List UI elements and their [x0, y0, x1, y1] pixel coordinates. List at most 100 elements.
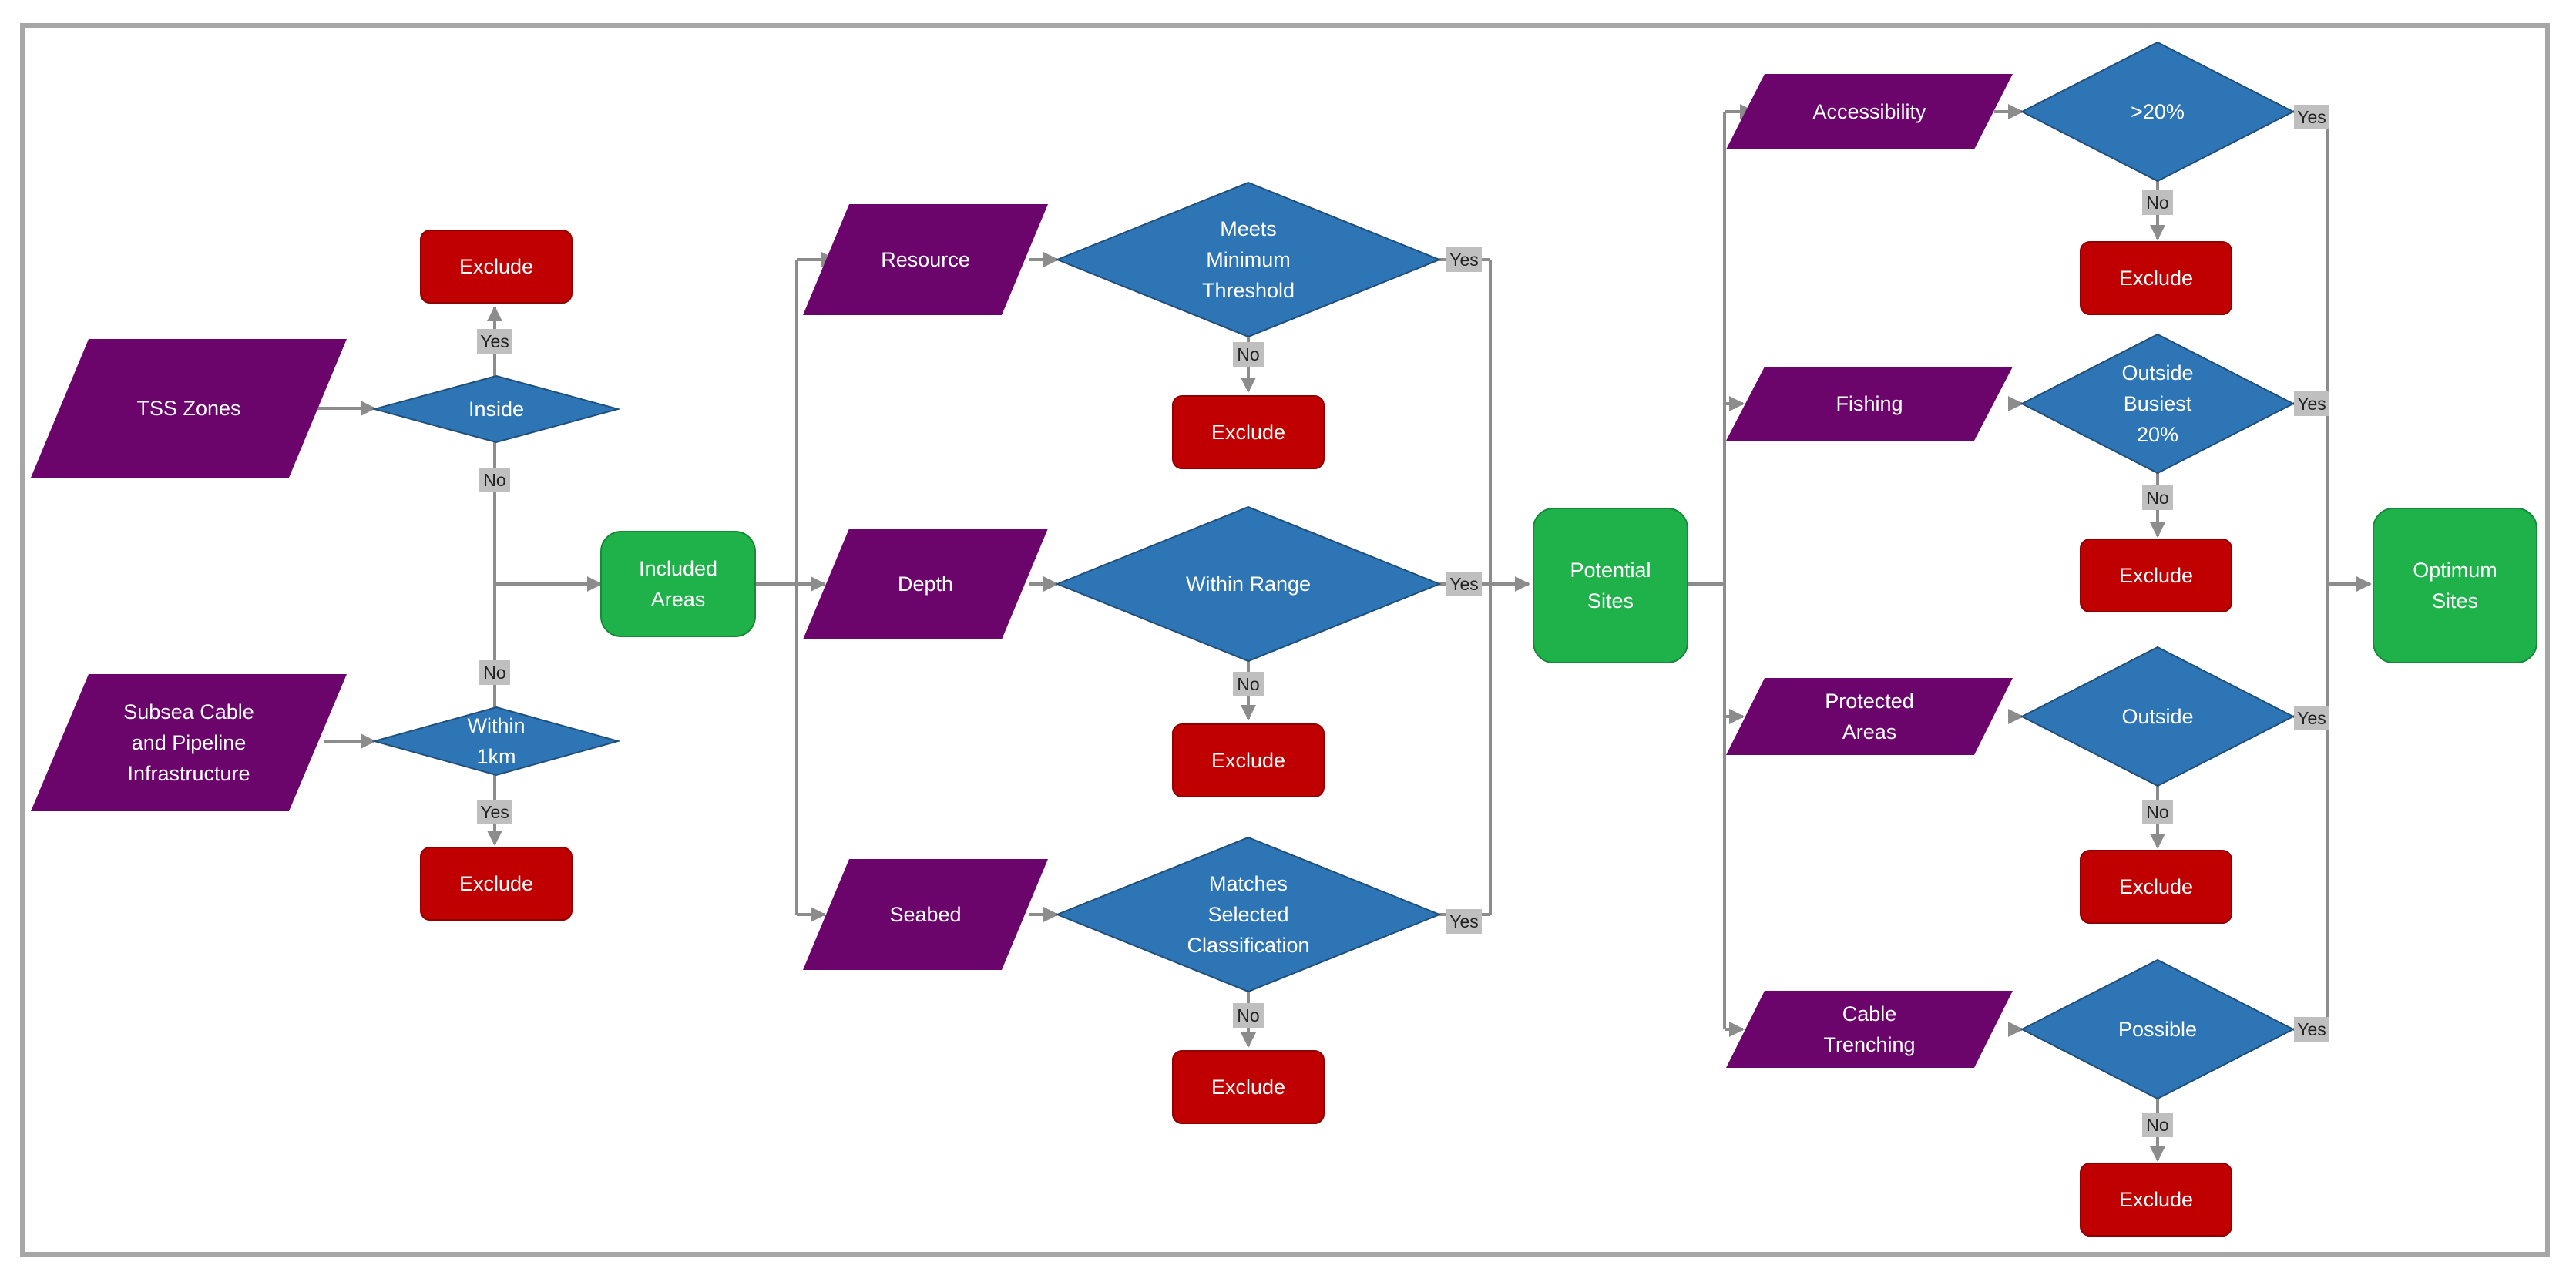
branch-tag-label: No	[483, 470, 505, 490]
exclude-box	[2080, 1163, 2232, 1237]
exclude-box	[420, 847, 573, 921]
node-label-line: >20%	[2131, 100, 2185, 123]
node-exclude-top: Exclude	[420, 230, 573, 304]
branch-tag-label: Yes	[480, 802, 509, 822]
branch-tag-label: No	[483, 663, 505, 683]
node-exclude-trenching: Exclude	[2080, 1163, 2232, 1237]
node-label-line: Exclude	[1211, 421, 1285, 444]
node-label-line: Exclude	[1211, 749, 1285, 772]
data-parallelogram	[803, 859, 1048, 970]
branch-tag-inside-no: No	[479, 468, 510, 492]
node-label-line: Seabed	[889, 903, 961, 926]
node-label-line: Classification	[1187, 934, 1309, 957]
branch-tag-label: No	[1237, 674, 1259, 694]
branch-tag-classification-no: No	[1233, 1003, 1264, 1028]
branch-tags: YesNoNoYesYesNoYesNoYesNoYesNoYesNoYesNo…	[477, 105, 2329, 1137]
branch-tag-classification-yes: Yes	[1446, 909, 1482, 934]
node-tss: TSS Zones	[31, 339, 347, 478]
branch-tag-possible-yes: Yes	[2294, 1017, 2329, 1042]
node-outside: Outside	[2020, 646, 2296, 787]
branch-tag-label: Yes	[2297, 1019, 2326, 1039]
branch-tag-threshold-no: No	[1233, 342, 1264, 367]
node-exclude-resource: Exclude	[1172, 395, 1325, 469]
node-exclude-depth: Exclude	[1172, 723, 1325, 797]
data-parallelogram	[1726, 991, 2013, 1068]
node-label-line: Minimum	[1206, 248, 1291, 271]
branch-tag-background	[2294, 105, 2329, 129]
exclude-box	[420, 230, 573, 304]
branch-tag-label: Yes	[1449, 250, 1479, 270]
node-label-line: Outside	[2121, 705, 2193, 728]
branch-tag-possible-no: No	[2142, 1113, 2173, 1137]
node-label-line: Exclude	[2119, 875, 2193, 898]
node-label-line: Areas	[1842, 720, 1897, 743]
node-label-line: 20%	[2137, 423, 2178, 446]
branch-tag-label: Yes	[1449, 911, 1479, 931]
decision-diamond	[1055, 836, 1442, 993]
node-label-line: Resource	[881, 248, 970, 271]
node-label-line: Optimum	[2413, 559, 2497, 582]
branch-tag-inside-yes: Yes	[477, 329, 512, 354]
node-label-line: Exclude	[459, 872, 533, 895]
node-exclude-bottom: Exclude	[420, 847, 573, 921]
data-parallelogram	[1726, 367, 2013, 441]
branch-tag-label: No	[2146, 193, 2168, 213]
exclude-box	[2080, 539, 2232, 612]
branch-tag-within1km-no: No	[479, 660, 510, 685]
decision-diamond	[2020, 958, 2296, 1100]
data-parallelogram	[803, 529, 1048, 639]
branch-tag-background	[1233, 342, 1264, 367]
exclude-box	[1172, 1050, 1325, 1124]
branch-tag-label: No	[1237, 344, 1259, 364]
node-fishing: Fishing	[1726, 367, 2013, 441]
node-label-line: 1km	[476, 745, 516, 768]
branch-tag-background	[479, 468, 510, 492]
branch-tag-outside-no: No	[2142, 800, 2173, 824]
result-box	[2373, 508, 2537, 663]
decision-diamond	[2020, 333, 2296, 475]
branch-tag-background	[2142, 1113, 2173, 1137]
node-label-line: Cable	[1842, 1002, 1897, 1025]
branch-tag-background	[2294, 1017, 2329, 1042]
branch-tag-label: Yes	[2297, 394, 2326, 414]
branch-tag-gt20-yes: Yes	[2294, 105, 2329, 129]
node-seabed: Seabed	[803, 859, 1048, 970]
decision-diamond	[1055, 181, 1442, 338]
node-label-line: Selected	[1207, 903, 1288, 926]
branch-tag-background	[2142, 485, 2173, 510]
exclude-box	[1172, 723, 1325, 797]
node-label-line: Accessibility	[1812, 100, 1926, 123]
data-parallelogram	[31, 339, 347, 478]
branch-tag-range-no: No	[1233, 672, 1264, 696]
branch-tag-background	[1446, 909, 1482, 934]
data-parallelogram	[31, 674, 347, 811]
branch-tag-label: No	[1237, 1005, 1259, 1025]
decision-diamond	[2020, 646, 2296, 787]
branch-tag-background	[477, 800, 512, 824]
node-label-line: Infrastructure	[127, 762, 250, 785]
branch-tag-range-yes: Yes	[1446, 572, 1482, 596]
data-parallelogram	[1726, 678, 2013, 755]
branch-tag-label: Yes	[480, 331, 509, 351]
exclude-box	[1172, 395, 1325, 469]
node-accessibility: Accessibility	[1726, 74, 2013, 149]
node-label-line: Meets	[1220, 217, 1277, 240]
node-exclude-fishing: Exclude	[2080, 539, 2232, 612]
branch-tag-background	[1446, 247, 1482, 272]
node-label-line: Subsea Cable	[123, 700, 254, 723]
node-label-line: Fishing	[1835, 392, 1903, 415]
node-exclude-access: Exclude	[2080, 241, 2232, 315]
branch-tag-background	[2294, 391, 2329, 416]
node-label-line: Within Range	[1186, 572, 1311, 596]
branch-tag-label: Yes	[2297, 708, 2326, 728]
node-label-line: Potential	[1570, 559, 1651, 582]
branch-tag-background	[477, 329, 512, 354]
